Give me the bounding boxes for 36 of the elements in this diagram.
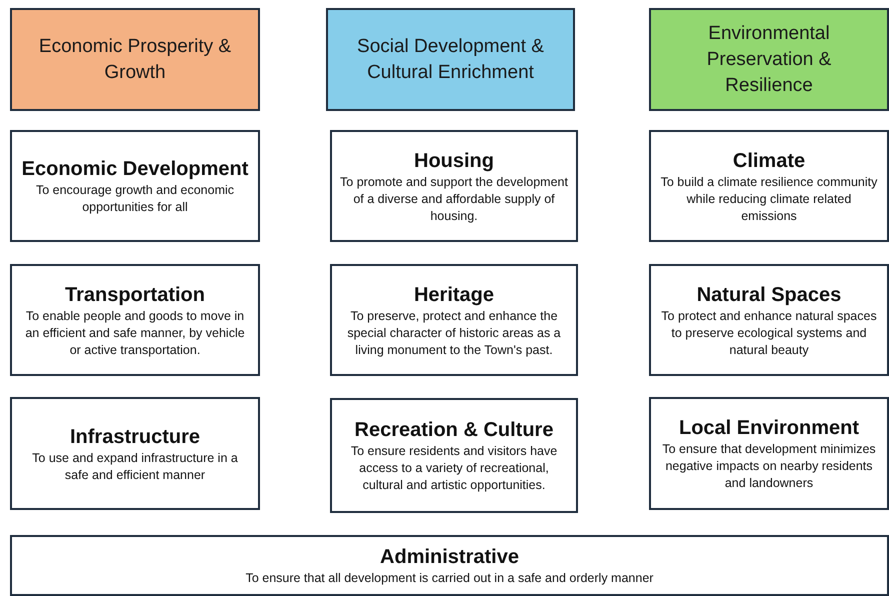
goal-title: Climate xyxy=(732,148,806,174)
goal-description: To promote and support the development of a diverse and affordable supply of housing. xyxy=(340,174,568,224)
goal-description: To preserve, protect and enhance the special character of historic areas as a living monument to the Town's past. xyxy=(346,308,562,358)
goal-description: To enable people and goods to move in an efficient and safe manner, by vehicle or active transportation. xyxy=(24,308,246,358)
goal-description: To ensure residents and visitors have access to a variety of recreational, cultural and artistic opportunities. xyxy=(350,443,558,494)
goal-card xyxy=(330,130,578,242)
goal-card xyxy=(330,264,578,376)
goal-card xyxy=(649,264,889,376)
pillar-header-box xyxy=(10,8,260,111)
goal-title: Transportation xyxy=(64,282,205,308)
goal-title: Infrastructure xyxy=(70,424,200,450)
goal-card xyxy=(649,130,889,242)
goal-card xyxy=(10,264,260,376)
goal-card xyxy=(649,397,889,510)
pillar-header-box xyxy=(649,8,889,111)
pillar-title: Economic Prosperity & Growth xyxy=(38,34,232,84)
goal-description: To ensure that development minimizes negative impacts on nearby residents and landowners xyxy=(661,441,877,492)
pillar-title: Social Development & Cultural Enrichment xyxy=(356,34,545,84)
goal-title: Heritage xyxy=(414,282,494,308)
goal-title: Recreation & Culture xyxy=(354,418,554,443)
goal-card xyxy=(330,398,578,513)
goal-description: To protect and enhance natural spaces to preserve ecological systems and natural beauty xyxy=(660,308,878,358)
goal-description: To encourage growth and economic opportunities for all xyxy=(34,182,236,216)
goal-title: Natural Spaces xyxy=(696,282,842,308)
goal-title: Administrative xyxy=(380,545,519,570)
goal-title: Local Environment xyxy=(678,416,860,441)
pillar-header-box xyxy=(326,8,575,111)
goal-title: Housing xyxy=(414,148,494,174)
goal-description: To ensure that all development is carried out in a safe and orderly manner xyxy=(246,570,654,587)
goal-card xyxy=(10,397,260,510)
goal-card xyxy=(10,130,260,242)
goal-description: To build a climate resilience community while reducing climate related emissions xyxy=(660,174,878,224)
goal-card xyxy=(10,535,889,596)
goal-title: Economic Development xyxy=(22,157,248,182)
pillar-title: Environmental Preservation & Resilience xyxy=(706,22,832,98)
goal-description: To use and expand infrastructure in a safe and efficient manner xyxy=(31,450,239,484)
